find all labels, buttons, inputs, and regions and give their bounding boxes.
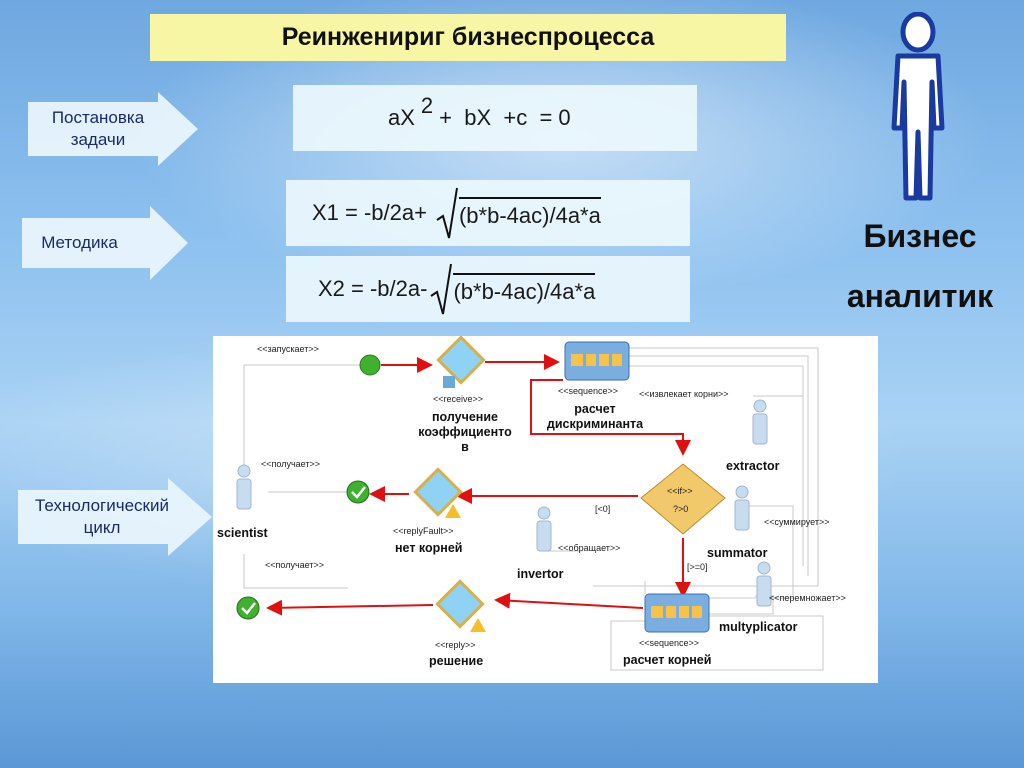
extractor-label: extractor — [726, 459, 780, 473]
receive-label: получение коэффициенто в — [405, 410, 525, 455]
reply-fault-label: нет корней — [395, 541, 463, 555]
multyplicator-label: multyplicator — [719, 620, 798, 634]
business-analyst-figure-icon — [891, 12, 945, 201]
extracts-roots-label: <<извлекает корни>> — [639, 389, 729, 399]
root-x1-box: X1 = -b/2a+ (b*b-4ac)/4a*a — [286, 180, 690, 246]
analyst-line-1: Бизнес — [863, 218, 977, 254]
gets-label-1: <<получает>> — [261, 459, 320, 469]
arrow-shape — [22, 206, 188, 280]
quadratic-rest: + bX +c = 0 — [439, 105, 571, 130]
start-node-icon — [359, 354, 381, 376]
summarizes-label: <<суммирует>> — [764, 517, 830, 527]
sqrt-sign-icon — [436, 187, 458, 239]
quadratic-equation-box: aX 2 + bX +c = 0 — [293, 85, 697, 151]
reply-stereotype: <<reply>> — [435, 640, 476, 650]
sequence-2-stereotype: <<sequence>> — [639, 638, 700, 648]
arrow-shape — [18, 478, 212, 556]
arrow-method: Методика — [22, 206, 190, 280]
arrow-problem-statement: Постановка задачи — [28, 92, 200, 166]
method-label: Методика — [41, 233, 118, 252]
x1-right: (b*b-4ac)/4a*a — [458, 197, 601, 229]
reply-activity-icon — [435, 579, 486, 632]
cycle-line-2: цикл — [83, 518, 121, 537]
sequence-1-label: расчет дискриминанта — [535, 402, 655, 432]
cycle-line-1: Технологический — [35, 496, 169, 515]
receive-label-line: коэффициенто — [418, 425, 512, 439]
if-stereotype: <<if>> — [667, 486, 693, 496]
reply-label: решение — [429, 654, 484, 668]
x2-right: (b*b-4ac)/4a*a — [453, 273, 596, 305]
if-condition: ?>0 — [673, 504, 689, 514]
actor-invertor-icon — [536, 506, 552, 552]
receive-label-line: получение — [432, 410, 498, 424]
reply-fault-stereotype: <<replyFault>> — [393, 526, 454, 536]
summator-label: summator — [707, 546, 768, 560]
receive-stereotype: <<receive>> — [433, 394, 484, 404]
receive-label-line: в — [461, 440, 469, 454]
sequence-1-label-line: расчет — [574, 402, 616, 416]
sequence-block-icon — [564, 341, 630, 381]
slide-title: Реинженириг бизнеспроцесса — [150, 14, 786, 61]
root-x2-box: X2 = -b/2a- (b*b-4ac)/4a*a — [286, 256, 690, 322]
if-decision-icon — [640, 463, 726, 535]
sequence-2-label: расчет корней — [623, 653, 712, 667]
branch-less-label: [<0] — [595, 504, 611, 514]
actor-summator-icon — [734, 485, 750, 531]
reply-fault-activity-icon — [413, 467, 463, 518]
invertor-label: invertor — [517, 567, 564, 581]
sequence-1-stereotype: <<sequence>> — [558, 386, 619, 396]
sequence-1-label-line: дискриминанта — [546, 417, 644, 431]
problem-line-1: Постановка — [51, 108, 145, 127]
end-node-icon — [236, 596, 260, 620]
multiplies-label: <<перемножает>> — [769, 593, 846, 603]
problem-line-2: задачи — [70, 130, 126, 149]
receive-activity-icon — [436, 336, 486, 388]
calls-label: <<обращает>> — [558, 543, 621, 553]
arrow-tech-cycle: Технологический цикл — [18, 478, 214, 556]
quadratic-exponent: 2 — [420, 93, 434, 118]
gets-label-2: <<получает>> — [265, 560, 324, 570]
x1-left: X1 = -b/2a+ — [312, 200, 427, 225]
sqrt-sign-icon — [430, 263, 453, 315]
actor-multyplicator-icon — [756, 561, 772, 607]
quadratic-a: aX — [388, 105, 415, 130]
end-node-icon — [346, 480, 370, 504]
x2-left: X2 = -b/2a- — [318, 276, 428, 301]
actor-scientist-icon — [236, 464, 252, 510]
analyst-line-2: аналитик — [846, 278, 994, 314]
branch-geq-label: [>=0] — [687, 562, 708, 572]
actor-extractor-icon — [752, 399, 768, 445]
diagram-connectors — [236, 336, 824, 671]
sequence-block-icon — [644, 593, 710, 633]
title-text: Реинженириг бизнеспроцесса — [281, 23, 655, 51]
arrow-shape — [28, 92, 198, 166]
scientist-label: scientist — [217, 526, 268, 540]
launches-label: <<запускает>> — [257, 344, 319, 354]
process-diagram: <<запускает>> <<receive>> получение коэф… — [213, 336, 878, 683]
